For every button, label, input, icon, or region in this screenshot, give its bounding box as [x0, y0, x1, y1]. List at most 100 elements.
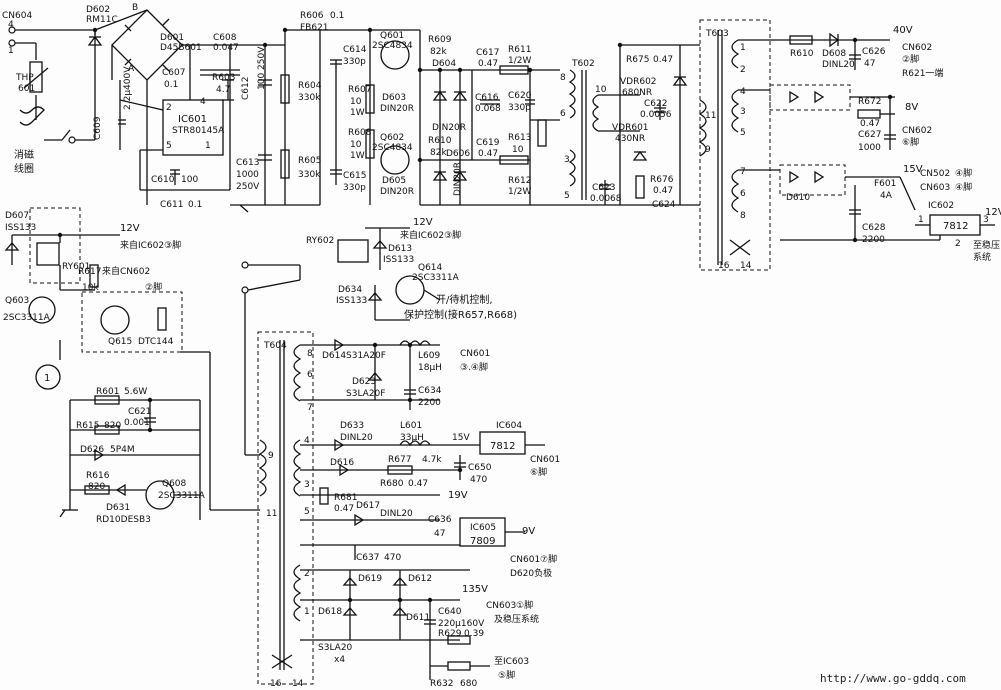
- label-q601-model: 2SC4834: [372, 41, 413, 51]
- label-t602-p5: 5: [564, 191, 570, 201]
- label-c626-value: 47: [864, 59, 875, 69]
- label-r615-value: 820: [104, 421, 121, 431]
- label-reg-sys: 系统: [973, 251, 991, 263]
- label-ic604-model: 7812: [490, 441, 515, 452]
- label-19v: 19V: [448, 490, 468, 501]
- label-cn604-p1: 1: [8, 46, 14, 56]
- label-40v: 40V: [893, 25, 913, 36]
- label-12v-relay: 12V: [120, 223, 140, 234]
- label-r606-value: 0.1: [330, 11, 344, 21]
- label-t604-p11: 11: [266, 509, 277, 519]
- labels-t603: T603 11 9 1 2 4 3 5 7 6 8 16 14: [705, 29, 752, 271]
- label-r604: R604: [298, 81, 322, 91]
- label-ic601: IC601: [178, 114, 207, 125]
- label-pin5: ⑤脚: [498, 670, 515, 681]
- watermark-url: http://www.go-gddq.com: [820, 672, 966, 685]
- label-r613: R613: [508, 133, 531, 143]
- labels-secondary: R610 D608 DINL20 C626 47 40V CN602 ②脚 R6…: [786, 25, 1001, 263]
- labels-t604: T604 8 6 7 9 11 4 3 5 2 1 16 14: [263, 341, 313, 689]
- label-t604-p16: 16: [270, 679, 282, 689]
- label-pin2b: ②脚: [145, 282, 162, 293]
- label-t603-p2: 2: [740, 65, 746, 75]
- label-d607-model: ISS133: [5, 223, 36, 233]
- label-12v-ry602: 12V: [413, 217, 433, 228]
- label-t603-p3: 3: [740, 107, 746, 117]
- label-circle-one: 1: [44, 373, 50, 384]
- label-fb621: FB621: [300, 23, 329, 33]
- label-d617-model: DINL20: [380, 509, 413, 519]
- label-d605: D605: [382, 176, 406, 186]
- label-c620-value: 330p: [508, 103, 531, 113]
- labels-half-bridge: C614 330p C615 330p R607 10 1W R608 10 1…: [343, 31, 532, 197]
- label-ic605: IC605: [470, 523, 496, 533]
- label-d612: D612: [408, 574, 432, 584]
- label-d608: D608: [822, 49, 846, 59]
- label-d611: D611: [406, 613, 430, 623]
- label-t603-p4: 4: [740, 87, 746, 97]
- label-r632-value: 680: [460, 679, 477, 689]
- label-d617: D617: [356, 501, 380, 511]
- label-t604-p8: 8: [307, 349, 313, 359]
- label-c622: C622: [644, 99, 667, 109]
- label-c637: C637: [356, 553, 379, 563]
- label-pin6b: ⑥脚: [530, 467, 547, 478]
- label-c610: C610: [151, 175, 175, 185]
- label-pin34: ③.④脚: [460, 362, 488, 373]
- label-c613: C613: [236, 158, 259, 168]
- label-ic602-p2: 2: [955, 239, 961, 249]
- labels-primary: CN604 4 1 D602 RM11C B A D601 D45B601 C6…: [2, 3, 344, 210]
- label-c628: C628: [862, 223, 886, 233]
- label-and-reg: 及稳压系统: [494, 613, 539, 625]
- label-r676: R676: [650, 175, 674, 185]
- label-c634: C634: [418, 386, 442, 396]
- label-d613-model: ISS133: [383, 255, 414, 265]
- label-d631: D631: [106, 503, 130, 513]
- label-c624: C624: [652, 200, 676, 210]
- mains-input-section: [8, 9, 285, 205]
- label-d618: D618: [318, 607, 342, 617]
- label-r608: R608: [348, 128, 372, 138]
- label-r680: R680: [380, 479, 404, 489]
- label-rm11c: RM11C: [86, 15, 118, 25]
- label-q614-model: 2SC3311A: [412, 273, 460, 283]
- label-c609: C609: [93, 116, 103, 140]
- protection-section: [59, 395, 201, 520]
- label-c615: C615: [343, 171, 366, 181]
- label-ic605-model: 7809: [470, 536, 495, 547]
- label-pin7: ⑦脚: [540, 554, 557, 565]
- label-cn602b: CN602: [902, 126, 932, 136]
- label-r615: R615: [76, 421, 99, 431]
- label-c650-value: 470: [470, 475, 487, 485]
- label-t602-p3: 3: [564, 155, 570, 165]
- label-d631-model: RD10DESB3: [96, 515, 151, 525]
- label-d620: D620负极: [510, 567, 552, 579]
- label-t604-p1: 1: [304, 607, 310, 617]
- label-ic602-model: 7812: [943, 221, 968, 232]
- label-t602-p10: 10: [595, 85, 607, 95]
- label-d602: D602: [86, 5, 110, 15]
- label-c627: C627: [858, 130, 881, 140]
- label-from-ic602b: 来自IC602③脚: [400, 229, 461, 241]
- label-r603: R603: [212, 73, 235, 83]
- label-t602-p8: 8: [560, 73, 566, 83]
- label-d634: D634: [338, 285, 362, 295]
- label-r608-v2: 1W: [350, 151, 365, 161]
- label-d623-model: S3LA20F: [346, 389, 385, 399]
- label-t603-p1: 1: [740, 43, 746, 53]
- label-r672-value: 0.47: [860, 119, 880, 129]
- label-135v: 135V: [462, 584, 488, 595]
- label-ic602: IC602: [928, 201, 954, 211]
- label-pin1: ①脚: [516, 600, 533, 611]
- junction-dots: [57, 27, 893, 603]
- label-t603-p6: 6: [740, 189, 746, 199]
- label-t604-p3: 3: [304, 480, 310, 490]
- label-from-cn602: 来自CN602: [102, 265, 150, 277]
- label-c627-value: 1000: [858, 143, 881, 153]
- label-r604-value: 330k: [298, 93, 321, 103]
- label-r603-value: 4.7: [216, 85, 230, 95]
- label-b-node: B: [132, 3, 138, 13]
- label-t604-p2: 2: [304, 569, 310, 579]
- label-cn603-pin: ④脚: [955, 182, 972, 193]
- label-ic604: IC604: [496, 421, 522, 431]
